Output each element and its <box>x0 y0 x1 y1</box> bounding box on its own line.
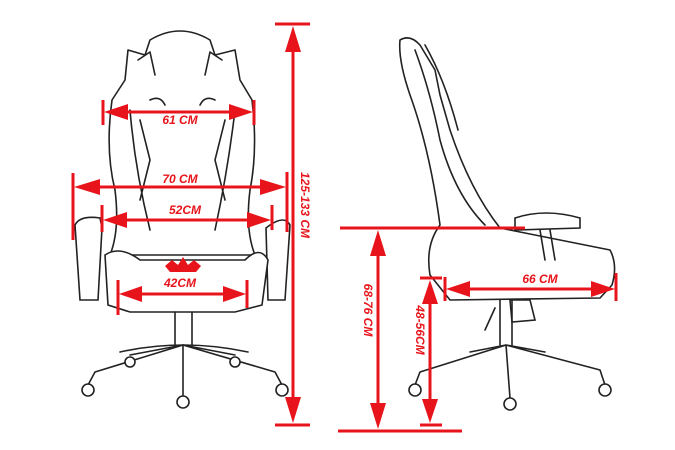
seat-width-label: 42CM <box>163 276 197 290</box>
armrest-inner-width-label: 52CM <box>169 203 202 217</box>
dimension-armrest-inner-width: 52CM <box>100 203 274 232</box>
dimension-seat-height: 48-56CM <box>413 276 442 427</box>
overall-width-label: 70 CM <box>162 172 198 186</box>
crown-logo-icon <box>165 257 201 272</box>
dimension-armrest-height: 68-76 CM <box>338 226 525 433</box>
headrest-width-label: 61 CM <box>162 113 198 127</box>
dimension-total-height: 125-133 CM <box>275 22 312 427</box>
side-view-chair <box>398 37 616 411</box>
dimension-overall-width: 70 CM <box>71 172 289 240</box>
dimension-headrest-width: 61 CM <box>101 100 256 127</box>
total-height-label: 125-133 CM <box>298 172 312 239</box>
dimension-seat-width: 42CM <box>116 276 249 315</box>
armrest-height-label: 68-76 CM <box>361 284 375 338</box>
dimension-seat-depth: 66 CM <box>443 272 618 301</box>
seat-height-label: 48-56CM <box>413 304 427 355</box>
seat-depth-label: 66 CM <box>522 272 558 286</box>
